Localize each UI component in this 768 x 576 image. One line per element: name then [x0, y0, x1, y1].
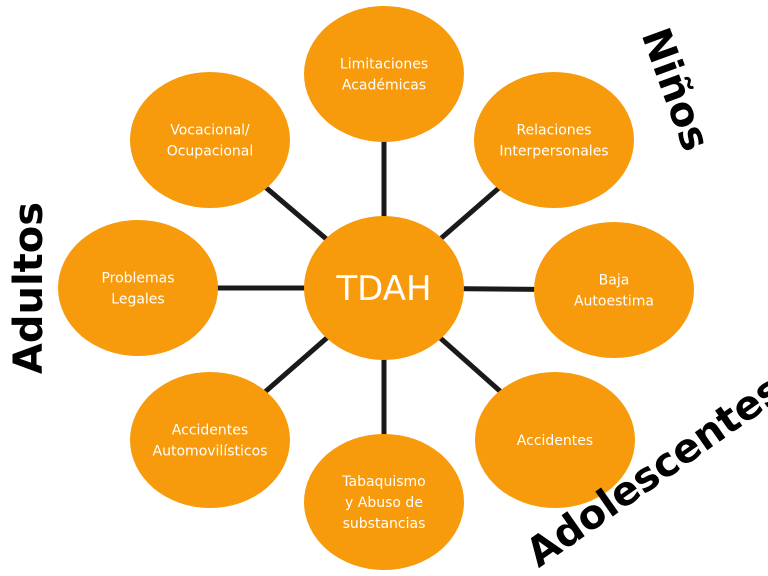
node-label-line: Académicas — [342, 78, 426, 94]
center-node: TDAH — [304, 216, 464, 360]
node-label-line: y Abuso de — [345, 495, 423, 511]
node-ellipse-problemas-legales — [58, 220, 218, 356]
node-label-line: Accidentes — [517, 433, 593, 449]
node-label-line: Problemas — [101, 271, 174, 287]
node-label-line: Tabaquismo — [341, 474, 425, 490]
center-label: TDAH — [335, 269, 431, 309]
node-tabaquismo: Tabaquismo y Abuso de substancias — [304, 434, 464, 570]
group-label-ninos: Niños — [632, 22, 719, 157]
node-label-line: Interpersonales — [499, 144, 608, 160]
node-ellipse-accidentes-automovilisticos — [130, 372, 290, 508]
node-label-line: Legales — [111, 292, 164, 308]
node-vocacional-ocupacional: Vocacional/Ocupacional — [130, 72, 290, 208]
node-label-line: substancias — [343, 516, 426, 532]
node-label-line: Accidentes — [172, 423, 248, 439]
node-accidentes: Accidentes — [475, 372, 635, 508]
node-label-line: Ocupacional — [167, 144, 254, 160]
node-ellipse-baja-autoestima — [534, 222, 694, 358]
node-label-line: Limitaciones — [340, 57, 428, 73]
node-ellipse-vocacional-ocupacional — [130, 72, 290, 208]
node-ellipse-accidentes — [475, 372, 635, 508]
group-label-adultos: Adultos — [6, 202, 52, 374]
node-ellipse-tabaquismo — [304, 434, 464, 570]
node-ellipse-limitaciones-academicas — [304, 6, 464, 142]
center-ellipse — [304, 216, 464, 360]
node-label-line: Relaciones — [516, 123, 591, 139]
node-label-line: Vocacional/ — [170, 123, 250, 139]
node-ellipse-relaciones-interpersonales — [474, 72, 634, 208]
outer-nodes: LimitacionesAcadémicasRelacionesInterper… — [58, 6, 694, 570]
node-label-line: Autoestima — [574, 294, 654, 310]
node-label-line: Automovilísticos — [153, 444, 268, 460]
node-label-line: Baja — [599, 273, 630, 289]
